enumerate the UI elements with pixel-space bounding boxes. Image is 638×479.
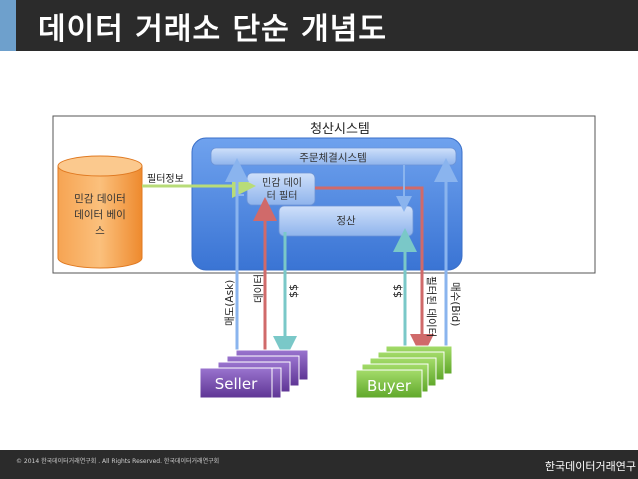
database-label-1: 민감 데이터 bbox=[74, 193, 126, 205]
data-label: 데이터 bbox=[253, 274, 265, 303]
title-accent-bar bbox=[0, 0, 16, 51]
settlement-box bbox=[278, 205, 414, 237]
settlement-label: 정산 bbox=[336, 215, 356, 227]
buyer-dollar-label: $$ bbox=[391, 284, 404, 298]
filtered-data-arrow bbox=[315, 186, 434, 358]
order-matching-label: 주문체결시스템 bbox=[299, 152, 367, 164]
filtered-data-label: 필터된 데이터 bbox=[425, 276, 437, 337]
seller-stack bbox=[199, 349, 309, 399]
organization-name: 한국데이터거래연구 bbox=[544, 460, 636, 473]
exchange-diagram: 청산시스템 주문체결시스템 민감 데이 터 필터 정산 민감 데이터 데이터 베… bbox=[52, 115, 596, 399]
database-label-3: 스 bbox=[95, 225, 105, 237]
database-label-2: 데이터 베이 bbox=[74, 209, 126, 221]
seller-dollar-label: $$ bbox=[287, 284, 300, 298]
settlement-system-label: 청산시스템 bbox=[310, 122, 370, 137]
footer-bar: © 2014 한국데이터거래연구회 . All Rights Reserved.… bbox=[0, 450, 638, 479]
order-matching-box bbox=[210, 147, 457, 166]
filter-info-label: 필터정보 bbox=[147, 173, 184, 185]
seller-label: Seller bbox=[215, 375, 258, 393]
ask-label: 매도(Ask) bbox=[224, 280, 236, 326]
bid-label: 매수(Bid) bbox=[449, 282, 461, 326]
sensitive-filter-label-1: 민감 데이 bbox=[262, 177, 302, 189]
outer-frame bbox=[52, 115, 596, 274]
copyright-text: © 2014 한국데이터거래연구회 . All Rights Reserved.… bbox=[16, 458, 220, 465]
sensitive-filter-label-2: 터 필터 bbox=[267, 190, 298, 202]
buyer-stack bbox=[355, 345, 453, 399]
sensitive-database bbox=[57, 155, 143, 269]
title-bar: 데이터 거래소 단순 개념도 bbox=[0, 0, 638, 51]
buyer-label: Buyer bbox=[367, 377, 412, 395]
page-title: 데이터 거래소 단순 개념도 bbox=[38, 12, 387, 47]
